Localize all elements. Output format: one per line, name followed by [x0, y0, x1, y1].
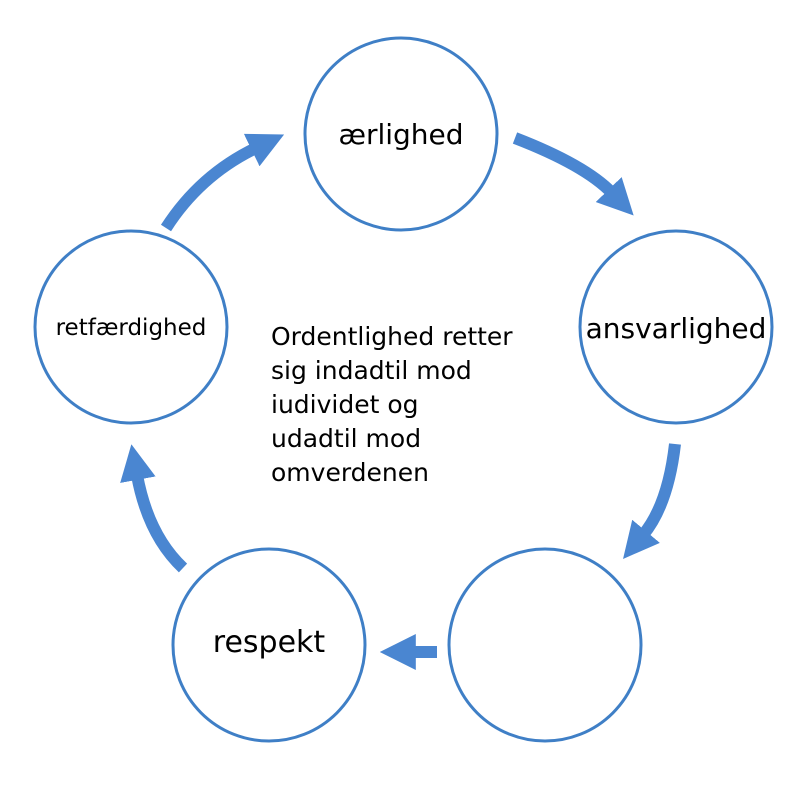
node-label-aerlighed: ærlighed — [338, 117, 464, 151]
arrow-aerlighed-to-ansvarlighed — [512, 132, 634, 216]
node-label-empty — [449, 621, 641, 669]
node-circle-retfaerdighed — [33, 229, 229, 425]
center-text-line: udadtil mod — [271, 424, 422, 453]
node-circle-aerlighed — [303, 36, 499, 232]
node-circle-empty — [447, 547, 643, 743]
center-text-line: iudividet og — [271, 390, 419, 419]
arrow-retfaerdighed-to-aerlighed — [160, 133, 285, 232]
arrow-respekt-to-retfaerdighed — [120, 444, 188, 573]
center-description: Ordentlighed retter sig indadtil mod iud… — [271, 320, 571, 490]
center-text-line: sig indadtil mod — [271, 356, 472, 385]
node-label-retfaerdighed: retfærdighed — [55, 315, 207, 341]
node-label-ansvarlighed: ansvarlighed — [585, 311, 767, 345]
node-label-respekt: respekt — [212, 624, 326, 660]
center-text-line: Ordentlighed retter — [271, 322, 513, 351]
node-circle-respekt — [171, 547, 367, 743]
node-circle-ansvarlighed — [578, 229, 774, 425]
center-text-line: omverdenen — [271, 458, 429, 487]
arrow-ansvarlighed-to-empty — [623, 443, 681, 559]
